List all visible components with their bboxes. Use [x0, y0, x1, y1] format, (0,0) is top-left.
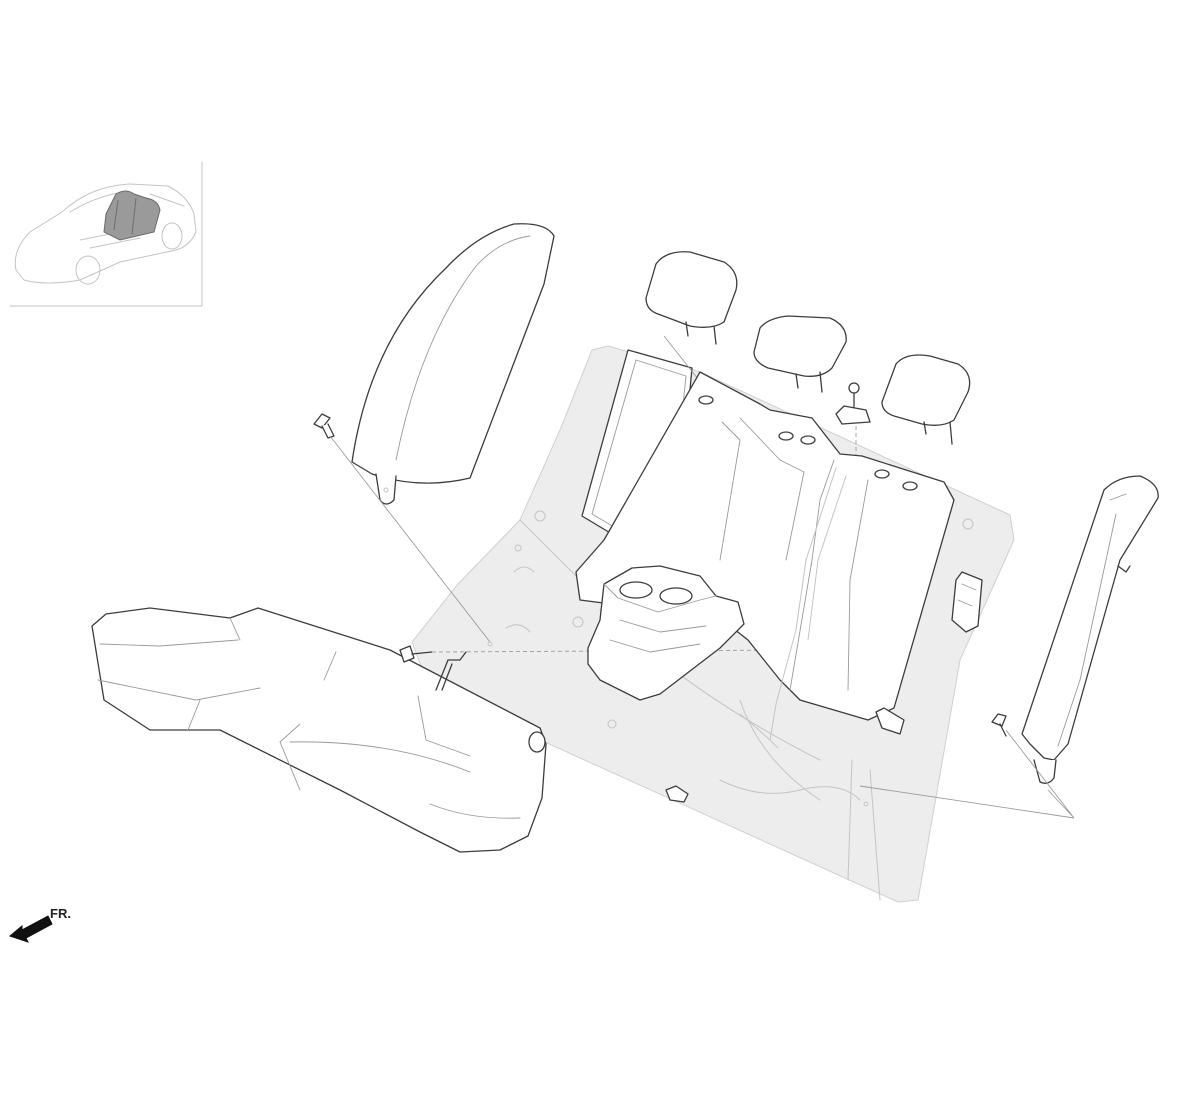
- floor-mounting-point: [863, 801, 869, 807]
- front-direction-label: FR.: [50, 906, 71, 921]
- seatback-latch: [951, 571, 983, 633]
- leader-line-right-bolster: [859, 729, 1075, 819]
- floor-clip: [665, 785, 689, 803]
- left-seatback-side-bolster: [351, 223, 555, 505]
- headrest-left: [645, 251, 738, 345]
- seatback-main: [575, 371, 955, 735]
- rear-seat-cushion: [91, 607, 547, 853]
- car-silhouette: [14, 183, 197, 285]
- left-bolster-clip: [313, 413, 335, 439]
- cushion-mounting-point: [487, 641, 493, 647]
- vehicle-locator-inset: [9, 161, 203, 307]
- cushion-mounting-bolt: [399, 645, 433, 663]
- headrest-guide-bolt: [835, 382, 871, 460]
- highlighted-rear-seat: [103, 190, 161, 241]
- headrest-right: [881, 354, 971, 445]
- right-bolster-clip: [991, 713, 1007, 737]
- cushion-hook-bracket: [435, 651, 467, 691]
- leader-line-left-clip: [329, 435, 491, 643]
- center-armrest: [587, 565, 745, 701]
- center-seat-belt: [769, 467, 847, 741]
- front-arrow-icon: [8, 915, 53, 943]
- front-direction-indicator: FR.: [8, 906, 71, 943]
- headrest-center: [753, 315, 847, 393]
- right-seatback-side-bolster: [1021, 475, 1159, 784]
